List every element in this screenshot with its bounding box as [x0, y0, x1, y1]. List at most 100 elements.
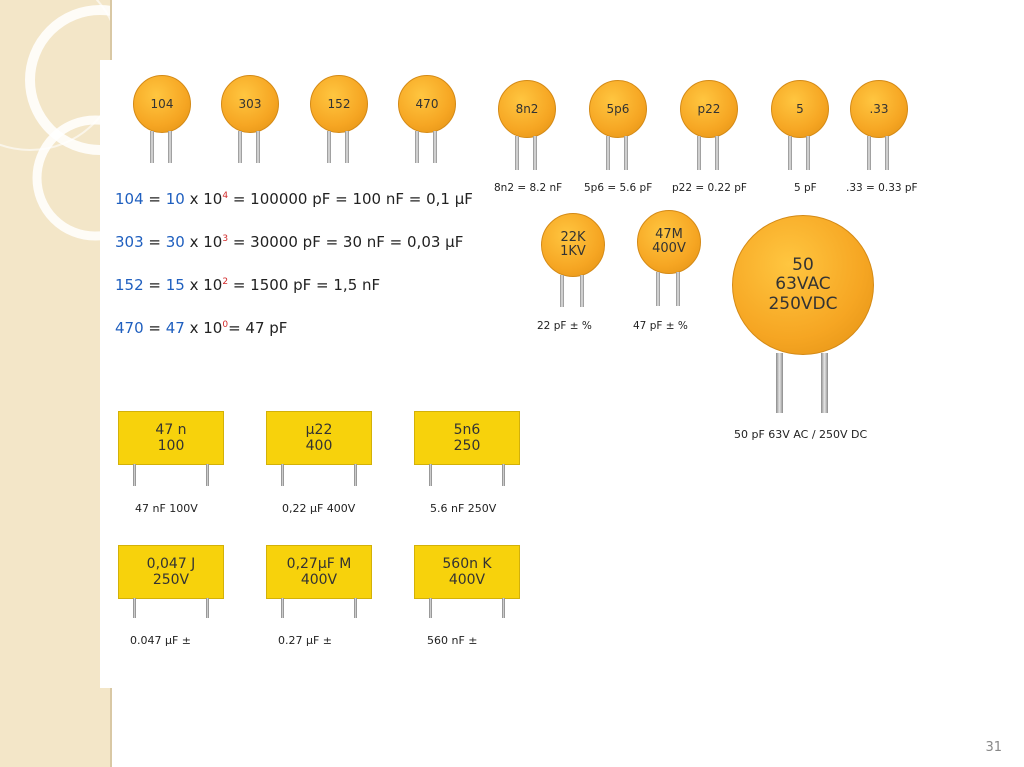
- formula-equals: =: [143, 319, 166, 337]
- lead-wire: [133, 598, 136, 618]
- formula-times: x 10: [184, 319, 223, 337]
- capacitor-value-label: 5p6 = 5.6 pF: [584, 182, 653, 194]
- formula-times: x 10: [184, 190, 223, 208]
- lead-wire: [806, 136, 810, 170]
- formula-result: = 100000 pF = 100 nF = 0,1 µF: [228, 190, 473, 208]
- capacitor-value-label: 560 nF ±: [427, 634, 478, 647]
- marking-line: 47 n: [155, 421, 187, 438]
- disc-code: .33: [850, 80, 908, 138]
- decorative-rings: [0, 0, 112, 241]
- lead-wire: [206, 598, 209, 618]
- disc-line: 22K: [560, 230, 586, 246]
- formula-times: x 10: [184, 233, 223, 251]
- lead-wire: [206, 464, 209, 486]
- formula-code: 470: [115, 319, 144, 337]
- code-formula: 104 = 10 x 104 = 100000 pF = 100 nF = 0,…: [115, 190, 473, 208]
- marking-line: µ22: [305, 421, 333, 438]
- lead-wire: [354, 464, 357, 486]
- formula-equals: =: [143, 233, 166, 251]
- slide-number: 31: [985, 740, 1002, 755]
- disc-line: 47M: [655, 227, 683, 243]
- lead-wire: [606, 136, 610, 170]
- code-formula: 303 = 30 x 103 = 30000 pF = 30 nF = 0,03…: [115, 233, 463, 251]
- lead-wire: [429, 598, 432, 618]
- disc-line: 1KV: [560, 244, 586, 259]
- formula-result: = 30000 pF = 30 nF = 0,03 µF: [228, 233, 464, 251]
- disc-code: 5p6: [589, 80, 647, 138]
- marking-line: 250V: [152, 572, 190, 588]
- disc-code: p22: [680, 80, 738, 138]
- lead-wire: [885, 136, 889, 170]
- capacitor-value-label: 0.27 µF ±: [278, 634, 333, 647]
- marking-line: 400V: [448, 572, 486, 588]
- lead-wire: [238, 131, 242, 163]
- lead-wire: [776, 353, 783, 413]
- formula-code: 104: [115, 190, 144, 208]
- capacitor-value-label: 47 nF 100V: [135, 502, 198, 515]
- formula-exponent: 4: [222, 191, 229, 201]
- lead-wire: [515, 136, 519, 170]
- lead-wire: [281, 598, 284, 618]
- lead-wire: [415, 131, 419, 163]
- lead-wire: [502, 464, 505, 486]
- marking-line: 560n K: [442, 555, 492, 572]
- disc-code: 8n2: [498, 80, 556, 138]
- lead-wire: [867, 136, 871, 170]
- lead-wire: [560, 275, 564, 307]
- lead-wire: [345, 131, 349, 163]
- lead-wire: [433, 131, 437, 163]
- lead-wire: [502, 598, 505, 618]
- lead-wire: [676, 272, 680, 306]
- disc-line: 50: [792, 254, 814, 275]
- lead-wire: [821, 353, 828, 413]
- lead-wire: [429, 464, 432, 486]
- code-formula: 152 = 15 x 102 = 1500 pF = 1,5 nF: [115, 276, 380, 294]
- marking-line: 100: [157, 438, 185, 454]
- formula-mantissa: 47: [165, 319, 185, 337]
- formula-mantissa: 10: [165, 190, 185, 208]
- capacitor-value-label: 50 pF 63V AC / 250V DC: [734, 428, 868, 441]
- lead-wire: [150, 131, 154, 163]
- disc-code: 104: [133, 75, 191, 133]
- lead-wire: [656, 272, 660, 306]
- formula-mantissa: 30: [165, 233, 185, 251]
- marking-line: 0,27µF M: [286, 555, 352, 572]
- capacitor-value-label: 5 pF: [794, 182, 817, 194]
- formula-equals: =: [143, 276, 166, 294]
- marking-line: 250: [453, 438, 481, 454]
- lead-wire: [133, 464, 136, 486]
- marking-line: 400V: [300, 572, 338, 588]
- lead-wire: [281, 464, 284, 486]
- capacitor-value-label: 0.047 µF ±: [130, 634, 192, 647]
- disc-code: 152: [310, 75, 368, 133]
- lead-wire: [697, 136, 701, 170]
- code-formula: 470 = 47 x 100= 47 pF: [115, 319, 287, 337]
- formula-exponent: 3: [222, 234, 229, 244]
- marking-line: 400: [305, 438, 333, 454]
- disc-code: 470: [398, 75, 456, 133]
- formula-exponent: 2: [222, 277, 229, 287]
- capacitor-value-label: .33 = 0.33 pF: [846, 182, 918, 194]
- disc-code: 303: [221, 75, 279, 133]
- lead-wire: [533, 136, 537, 170]
- capacitor-value-label: 22 pF ± %: [537, 320, 592, 332]
- decorative-sidebar: [0, 0, 112, 767]
- capacitor-value-label: 47 pF ± %: [633, 320, 688, 332]
- lead-wire: [256, 131, 260, 163]
- formula-code: 152: [115, 276, 144, 294]
- marking-line: 5n6: [453, 421, 481, 438]
- lead-wire: [715, 136, 719, 170]
- formula-result: = 1500 pF = 1,5 nF: [228, 276, 381, 294]
- lead-wire: [788, 136, 792, 170]
- formula-mantissa: 15: [165, 276, 185, 294]
- lead-wire: [168, 131, 172, 163]
- capacitor-value-label: 8n2 = 8.2 nF: [494, 182, 563, 194]
